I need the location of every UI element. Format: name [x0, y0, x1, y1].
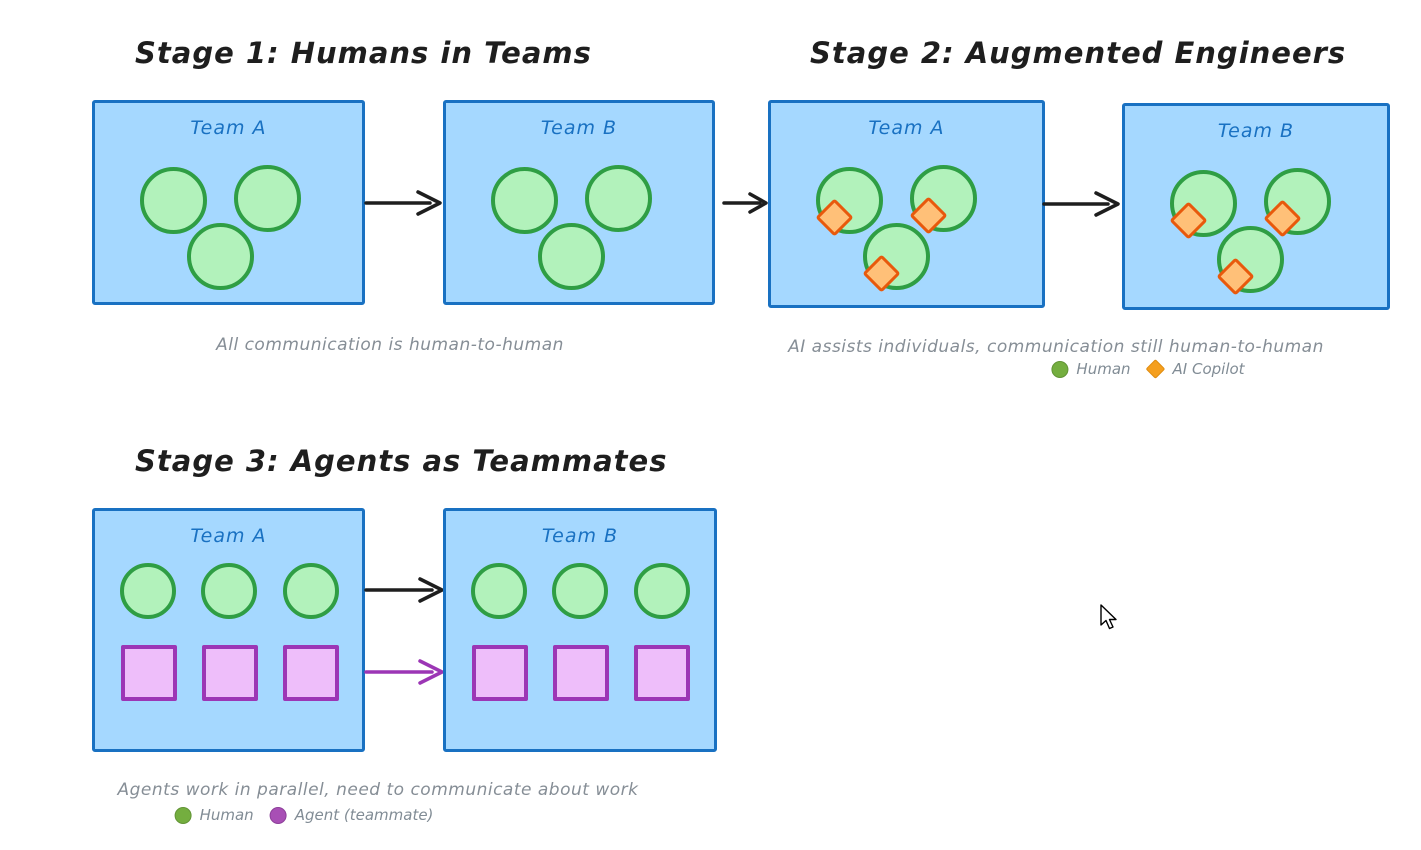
stage2-caption[interactable]: AI assists individuals, communication st… [788, 337, 1324, 357]
human-circle[interactable] [187, 223, 254, 290]
human-circle[interactable] [1263, 168, 1331, 238]
stage1-title[interactable]: Stage 1: Humans in Teams [135, 36, 592, 70]
human-circle[interactable] [634, 563, 690, 619]
stage3-title[interactable]: Stage 3: Agents as Teammates [135, 444, 668, 478]
stage3-team-a-box[interactable]: Team A [92, 508, 365, 752]
human-circle[interactable] [201, 563, 257, 619]
agent-square[interactable] [472, 645, 528, 701]
human-circle[interactable] [234, 165, 301, 232]
legend-item-human: Human [1051, 360, 1131, 378]
legend-label: Human [199, 806, 254, 824]
human-circle[interactable] [471, 563, 527, 619]
agent-square[interactable] [634, 645, 690, 701]
stage2-team-b-box[interactable]: Team B [1122, 103, 1390, 310]
human-circle[interactable] [815, 167, 883, 237]
human-circle[interactable] [491, 167, 558, 234]
human-circle[interactable] [1216, 226, 1284, 296]
purple-circle-icon [269, 806, 287, 824]
stage3-legend[interactable]: Human Agent (teammate) [174, 806, 434, 824]
stage1-caption[interactable]: All communication is human-to-human [216, 335, 564, 355]
ai-copilot-diamond[interactable] [862, 254, 901, 293]
legend-label: Human [1076, 360, 1131, 378]
legend-item-human: Human [174, 806, 254, 824]
team-b-label[interactable]: Team B [1217, 120, 1295, 142]
team-a-label[interactable]: Team A [190, 525, 267, 547]
stage1-team-a-box[interactable]: Team A [92, 100, 365, 305]
agent-square[interactable] [202, 645, 258, 701]
legend-item-ai-copilot: AI Copilot [1145, 359, 1245, 379]
stage3-caption[interactable]: Agents work in parallel, need to communi… [117, 780, 639, 800]
human-circle[interactable] [552, 563, 608, 619]
agent-square[interactable] [283, 645, 339, 701]
arrow-stage3-agents-a-to-b[interactable] [364, 656, 450, 688]
green-circle-icon [1051, 360, 1069, 378]
arrow-stage2-team-a-to-b[interactable] [1042, 188, 1126, 220]
human-circle[interactable] [140, 167, 207, 234]
agent-square[interactable] [121, 645, 177, 701]
legend-item-agent: Agent (teammate) [269, 806, 434, 824]
legend-label: Agent (teammate) [294, 806, 434, 824]
agent-square[interactable] [553, 645, 609, 701]
ai-copilot-diamond[interactable] [1216, 257, 1255, 296]
team-b-label[interactable]: Team B [541, 525, 619, 547]
arrow-stage3-humans-a-to-b[interactable] [364, 574, 450, 606]
human-circle[interactable] [909, 165, 977, 235]
team-a-label[interactable]: Team A [190, 117, 267, 139]
team-b-label[interactable]: Team B [540, 117, 618, 139]
green-circle-icon [174, 806, 192, 824]
arrow-stage1-to-stage2[interactable] [722, 189, 774, 217]
arrow-stage1-team-a-to-b[interactable] [364, 187, 448, 219]
human-circle[interactable] [585, 165, 652, 232]
ai-copilot-diamond[interactable] [815, 198, 854, 237]
orange-diamond-icon [1145, 359, 1166, 379]
human-circle[interactable] [120, 563, 176, 619]
team-a-label[interactable]: Team A [868, 117, 945, 139]
stage2-team-a-box[interactable]: Team A [768, 100, 1045, 308]
stage1-team-b-box[interactable]: Team B [443, 100, 715, 305]
human-circle[interactable] [1169, 170, 1237, 240]
legend-label: AI Copilot [1172, 360, 1245, 378]
stage2-title[interactable]: Stage 2: Augmented Engineers [810, 36, 1347, 70]
stage3-team-b-box[interactable]: Team B [443, 508, 717, 752]
ai-copilot-diamond[interactable] [1169, 201, 1208, 240]
mouse-cursor-icon [1100, 604, 1117, 630]
human-circle[interactable] [538, 223, 605, 290]
human-circle[interactable] [862, 223, 930, 293]
human-circle[interactable] [283, 563, 339, 619]
stage2-legend[interactable]: Human AI Copilot [1051, 359, 1245, 379]
